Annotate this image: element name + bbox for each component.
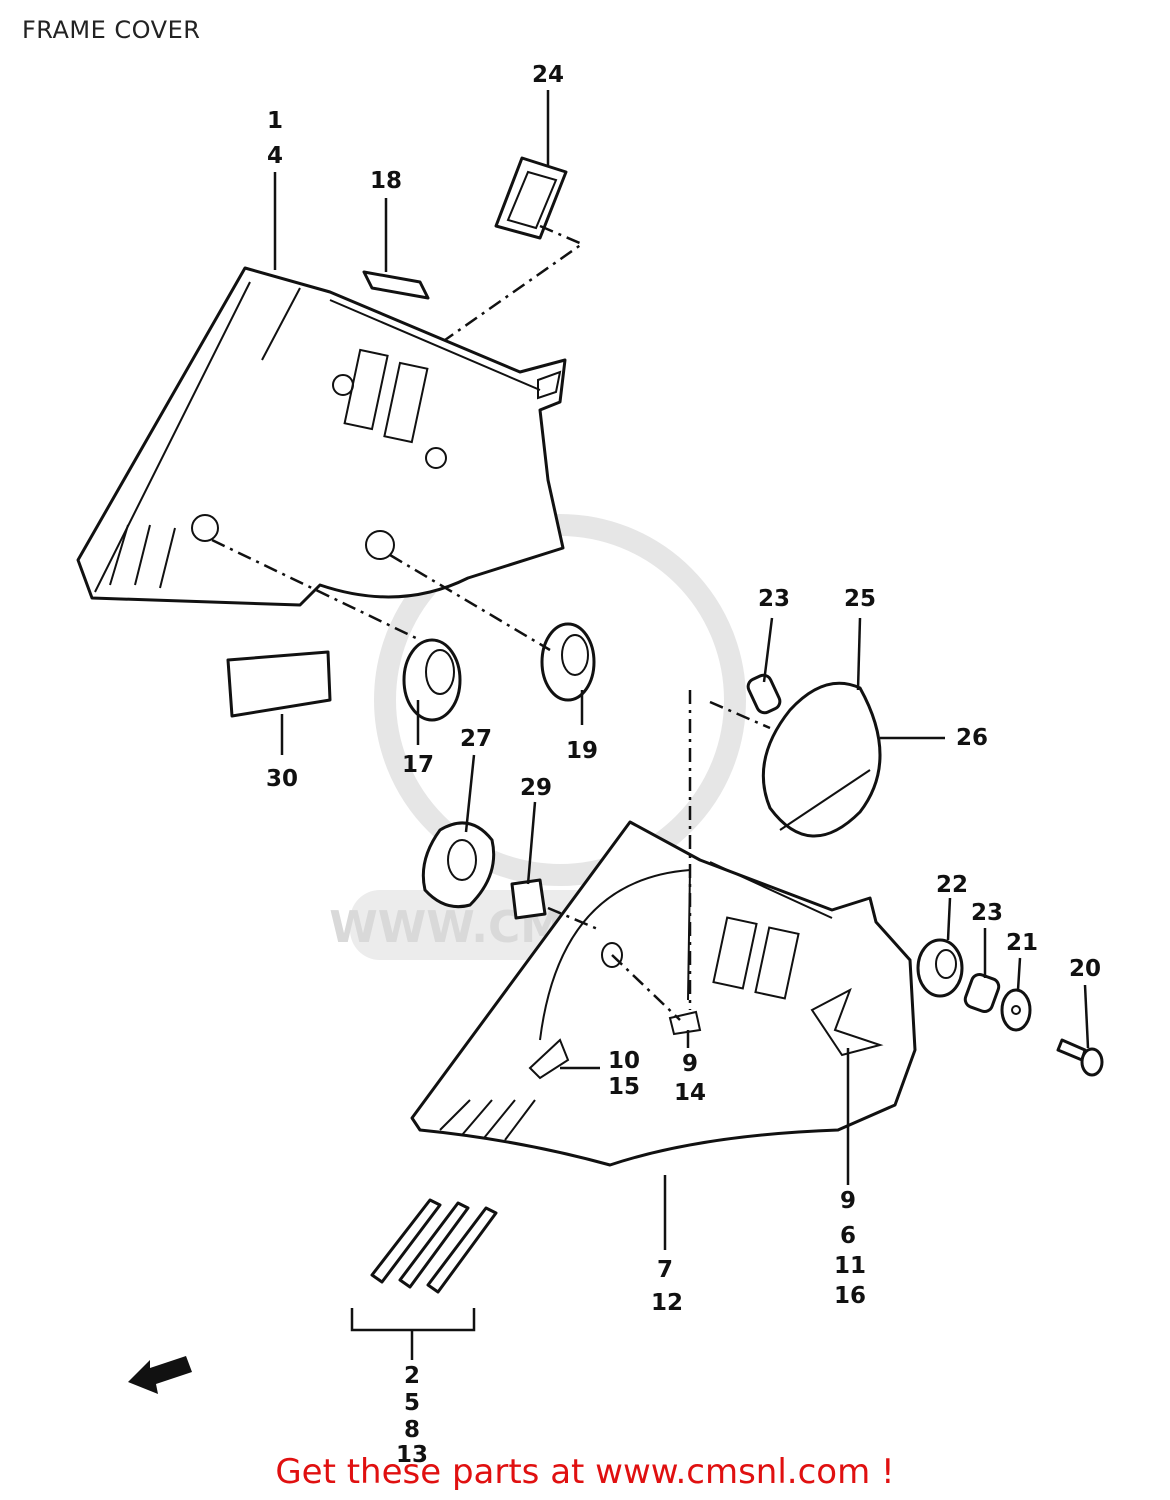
lower-frame-cover[interactable] (410, 820, 917, 1167)
part-23-collar[interactable] (963, 972, 1001, 1014)
part-25-side-cover[interactable] (761, 681, 882, 838)
part-23-collar-top[interactable] (746, 673, 783, 716)
part-17-grommet[interactable] (402, 638, 462, 722)
label-10: 10 (608, 1048, 640, 1074)
part-21-washer[interactable] (1000, 988, 1032, 1032)
upper-frame-cover[interactable] (76, 266, 567, 607)
label-24: 24 (532, 62, 564, 88)
part-29-clip[interactable] (510, 878, 547, 920)
label-23: 23 (971, 900, 1003, 926)
part-20-bolt[interactable] (1056, 1038, 1104, 1077)
label-27: 27 (460, 726, 492, 752)
label-14: 14 (674, 1080, 706, 1106)
diagram-title: FRAME COVER (22, 16, 201, 44)
label-9-right: 9 (840, 1188, 856, 1214)
label-6: 6 (840, 1223, 856, 1249)
label-15: 15 (608, 1074, 640, 1100)
label-22: 22 (936, 872, 968, 898)
part-2-trim-strips[interactable] (370, 1198, 498, 1294)
label-18: 18 (370, 168, 402, 194)
label-9-left: 9 (682, 1051, 698, 1077)
label-19: 19 (566, 738, 598, 764)
label-13: 13 (396, 1442, 428, 1468)
label-8: 8 (404, 1417, 420, 1443)
label-16: 16 (834, 1283, 866, 1309)
label-12: 12 (651, 1290, 683, 1316)
part-27-bracket[interactable] (421, 821, 496, 909)
label-7: 7 (657, 1257, 673, 1283)
part-labels: 1 4 18 24 23 25 26 30 17 19 27 29 22 23 … (266, 62, 1101, 1468)
leader-lines (211, 90, 1090, 1360)
part-19-grommet[interactable] (540, 622, 596, 702)
label-23-top: 23 (758, 586, 790, 612)
part-18-plate[interactable] (362, 270, 430, 300)
label-21: 21 (1006, 930, 1038, 956)
label-25: 25 (844, 586, 876, 612)
label-20: 20 (1069, 956, 1101, 982)
label-5: 5 (404, 1390, 420, 1416)
part-22-grommet[interactable] (916, 938, 964, 998)
label-11: 11 (834, 1253, 866, 1279)
footer-promo-link[interactable]: Get these parts at www.cmsnl.com ! (275, 1452, 895, 1492)
label-4: 4 (267, 143, 283, 169)
part-30-emblem[interactable] (226, 650, 332, 718)
label-1: 1 (267, 108, 283, 134)
label-30: 30 (266, 766, 298, 792)
part-24-clip[interactable] (494, 156, 568, 240)
label-26: 26 (956, 725, 988, 751)
forward-arrow-icon (128, 1356, 192, 1394)
label-2: 2 (404, 1363, 420, 1389)
label-17: 17 (402, 752, 434, 778)
label-29: 29 (520, 775, 552, 801)
